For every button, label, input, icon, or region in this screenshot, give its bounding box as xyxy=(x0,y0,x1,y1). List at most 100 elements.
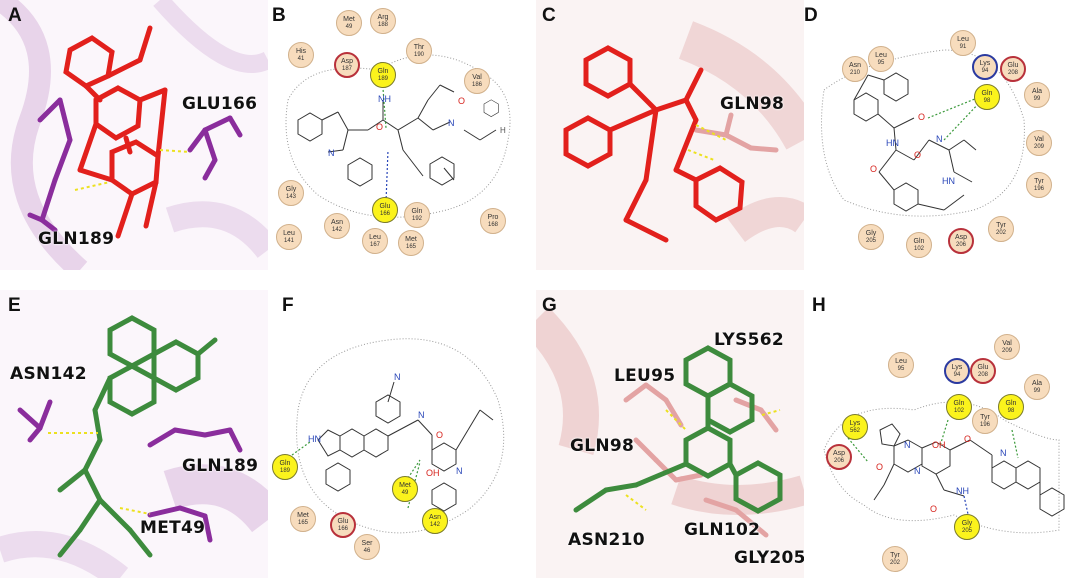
atom-hn: HN xyxy=(886,138,899,148)
residue-name: Glu xyxy=(977,364,989,372)
residue-name: Asp xyxy=(340,58,354,66)
residue-name: Tyr xyxy=(1034,178,1044,186)
panel-b-label: B xyxy=(272,5,286,26)
atom-o: O xyxy=(876,462,884,472)
residue-number: 49 xyxy=(401,489,409,496)
atom-o: O xyxy=(376,122,384,132)
residue-name: Leu xyxy=(957,36,969,44)
atom-n: N xyxy=(914,466,921,476)
panel-e-structure xyxy=(0,315,268,578)
residue-name: Val xyxy=(1002,340,1012,348)
residue-number: 142 xyxy=(429,521,440,528)
residue-name: Arg xyxy=(377,14,389,22)
residue-number: 165 xyxy=(405,243,416,250)
residue-number: 206 xyxy=(955,241,966,248)
residue-name: Glu xyxy=(379,203,391,211)
residue-number: 189 xyxy=(377,75,388,82)
panel-f-label: F xyxy=(282,295,294,316)
atom-n: N xyxy=(456,466,463,476)
residue-number: 99 xyxy=(1033,387,1041,394)
residue-name: Val xyxy=(472,74,482,82)
atom-n: N xyxy=(936,134,943,144)
residue-number: 94 xyxy=(981,67,989,74)
residue-number: 205 xyxy=(961,527,972,534)
atom-h: H xyxy=(500,126,506,135)
residue-number: 91 xyxy=(959,43,967,50)
atom-oh: OH xyxy=(932,440,946,450)
residue-label-gln98: GLN98 xyxy=(720,94,785,114)
residue-number: 206 xyxy=(833,457,844,464)
residue-number: 205 xyxy=(865,237,876,244)
atom-o: O xyxy=(914,150,922,160)
panel-a: A GLU166 GLN189 xyxy=(0,0,268,270)
residue-name: Asp xyxy=(954,234,968,242)
atom-o: O xyxy=(964,434,972,444)
residue-name: Gln xyxy=(913,238,925,246)
residue-number: 202 xyxy=(995,229,1006,236)
residue-label-met49: MET49 xyxy=(140,518,206,538)
panel-c-label: C xyxy=(542,5,556,26)
atom-nh: NH xyxy=(956,486,969,496)
residue-number: 99 xyxy=(1033,95,1041,102)
residue-name: Tyr xyxy=(996,222,1006,230)
residue-name: Gly xyxy=(961,520,973,528)
residue-number: 165 xyxy=(297,519,308,526)
residue-name: Asn xyxy=(330,219,344,227)
residue-number: 202 xyxy=(889,559,900,566)
panel-c-structure xyxy=(563,21,804,243)
residue-name: Ala xyxy=(1031,380,1043,388)
residue-name: Met xyxy=(297,512,309,520)
residue-number: 166 xyxy=(379,210,390,217)
atom-oh: OH xyxy=(426,468,440,478)
residue-number: 98 xyxy=(983,97,991,104)
residue-number: 41 xyxy=(297,55,305,62)
residue-number: 102 xyxy=(913,245,924,252)
residue-number: 192 xyxy=(411,215,422,222)
panel-g-structure xyxy=(536,307,804,538)
residue-name: Asp xyxy=(832,450,846,458)
atom-n: N xyxy=(904,440,911,450)
residue-number: 196 xyxy=(1033,185,1044,192)
residue-number: 94 xyxy=(953,371,961,378)
residue-label-gln98: GLN98 xyxy=(570,436,635,456)
residue-name: Leu xyxy=(875,52,887,60)
residue-name: Gln xyxy=(953,400,965,408)
atom-n: N xyxy=(418,410,425,420)
residue-number: 209 xyxy=(1033,143,1044,150)
residue-name: Pro xyxy=(487,214,499,222)
atom-o: O xyxy=(930,504,938,514)
residue-name: Met xyxy=(343,16,355,24)
residue-name: Gln xyxy=(411,208,423,216)
residue-name: Glu xyxy=(1007,62,1019,70)
residue-number: 187 xyxy=(341,65,352,72)
residue-name: Glu xyxy=(337,518,349,526)
residue-number: 189 xyxy=(279,467,290,474)
